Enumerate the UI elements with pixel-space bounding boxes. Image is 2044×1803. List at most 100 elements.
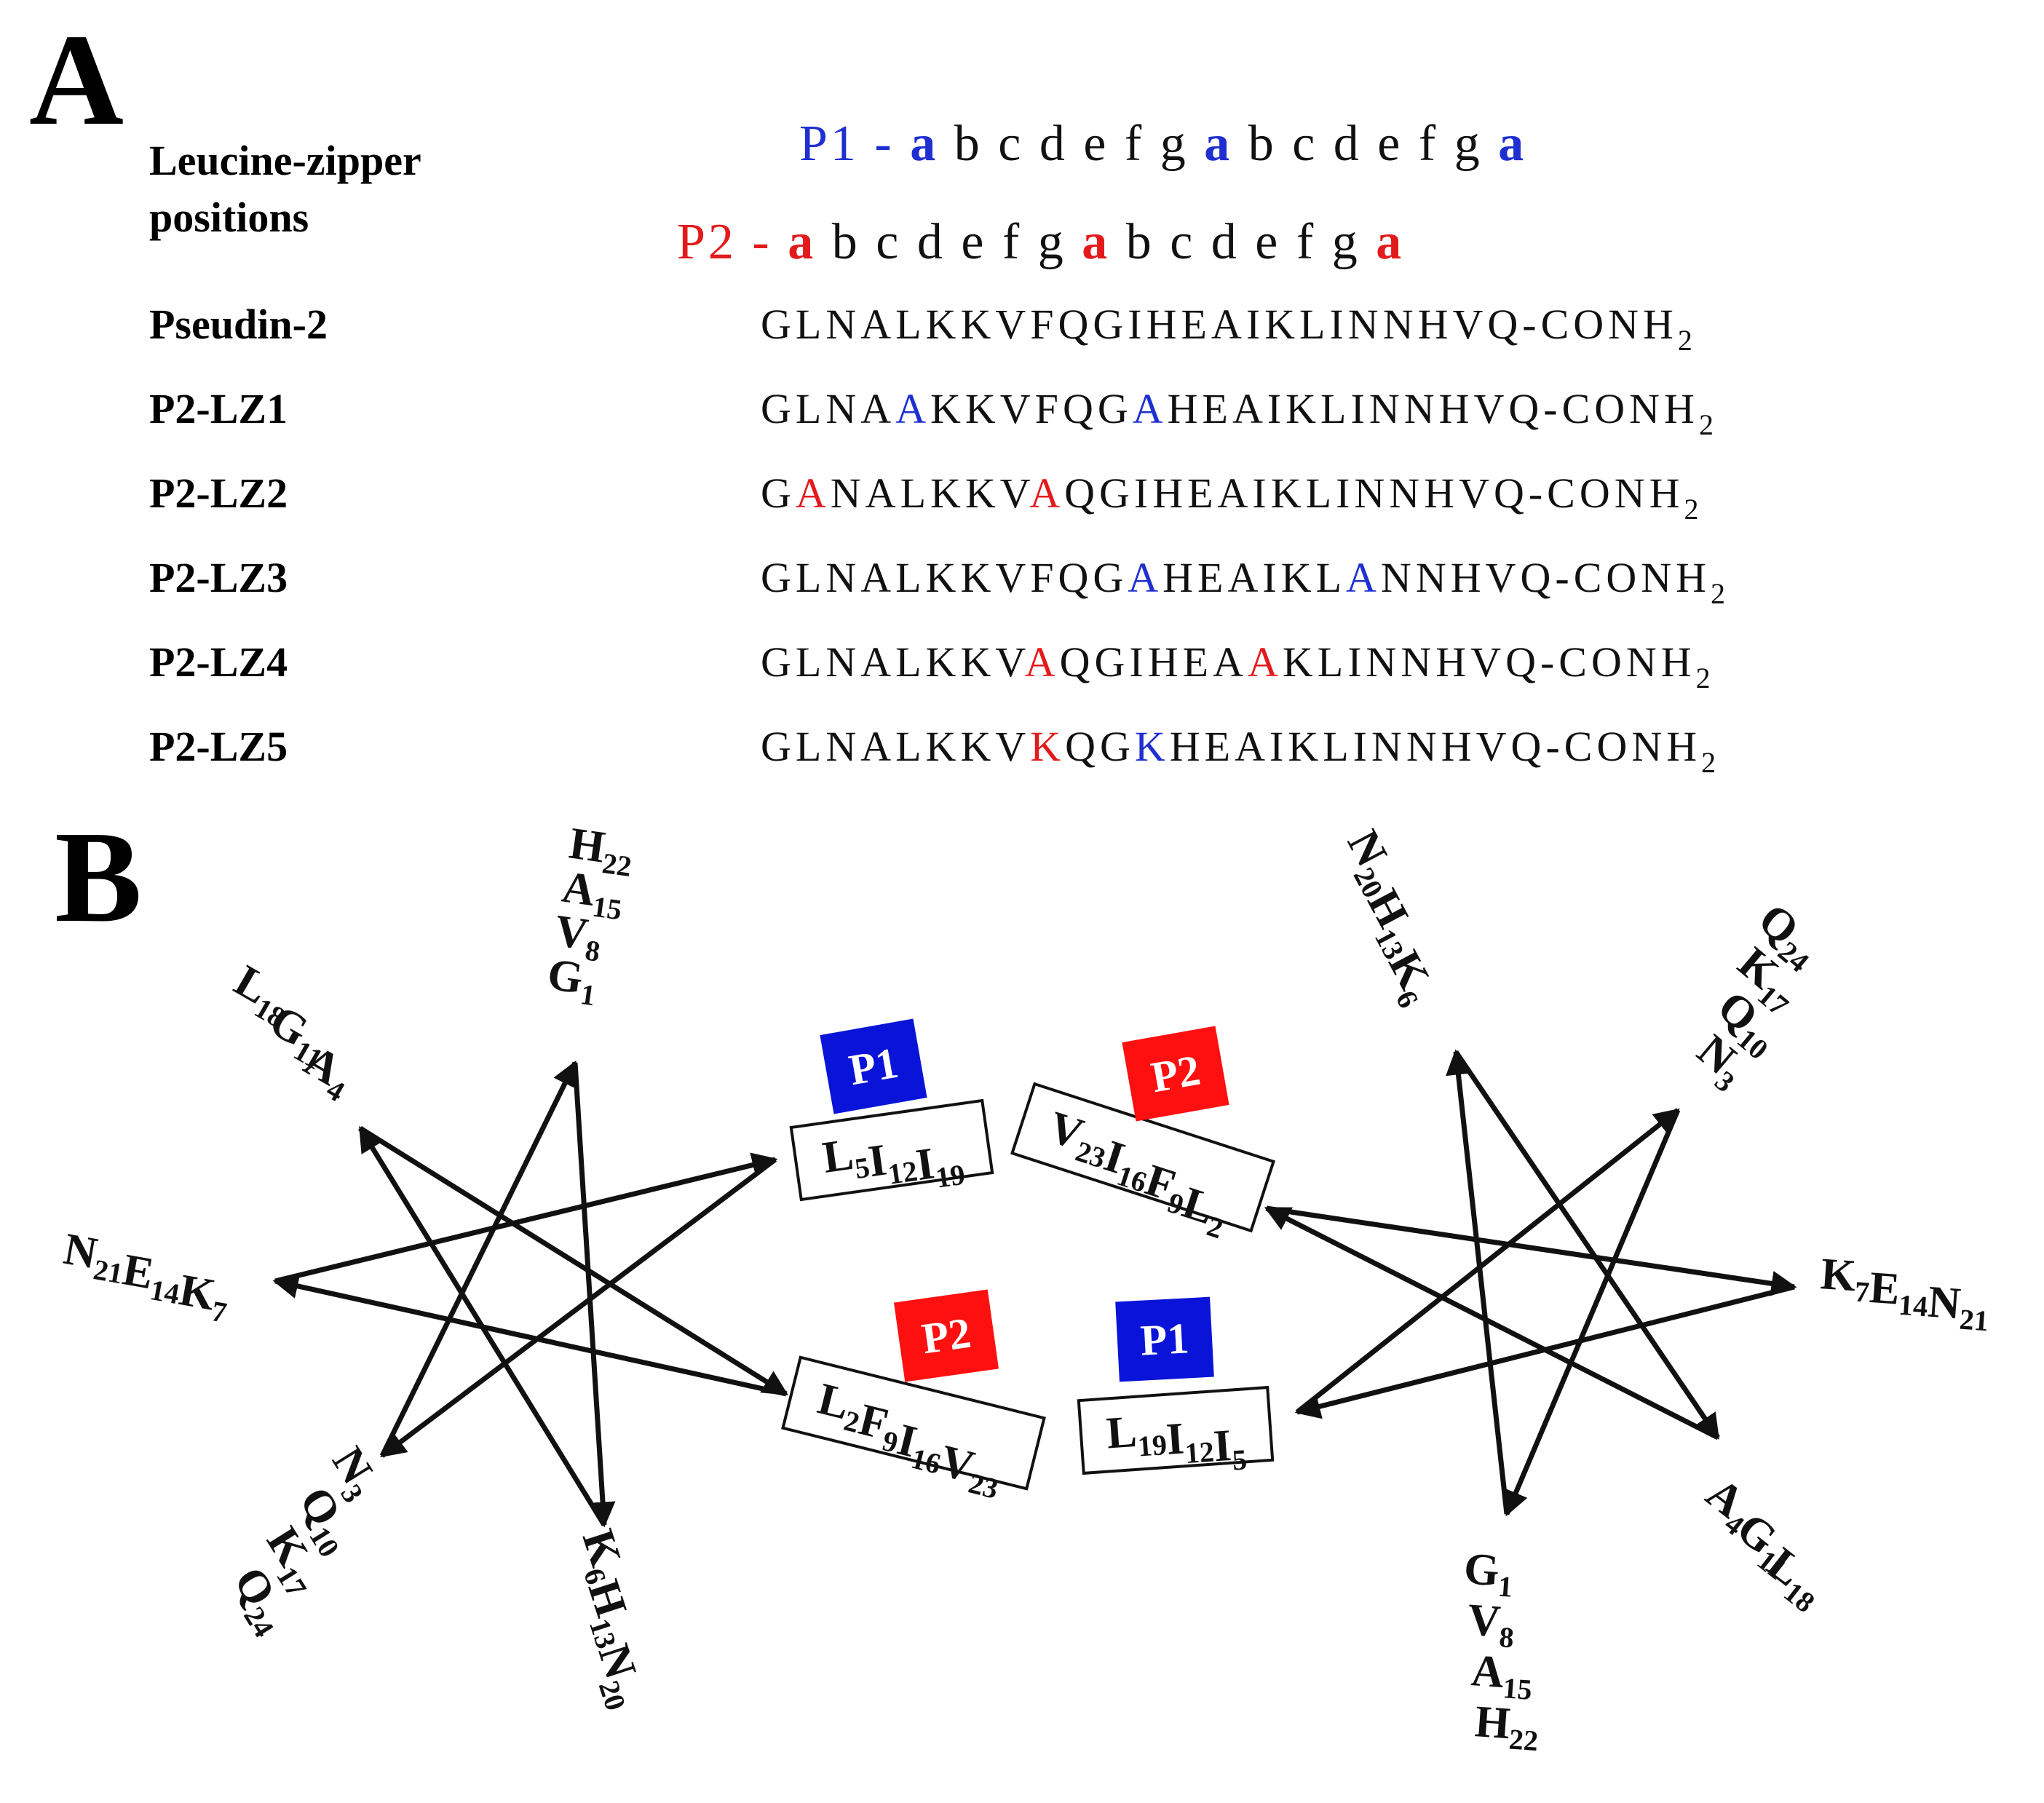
heptad-letter: c (998, 116, 1039, 172)
heptad-letter: e (961, 214, 1002, 270)
residue-letter: K (175, 1265, 218, 1320)
residue-number: 12 (886, 1154, 919, 1191)
right-wheel-label: G1 (1462, 1544, 1515, 1604)
residue-number: 19 (934, 1158, 967, 1194)
subscript: 2 (1678, 324, 1697, 357)
interface-box: V23I16F9L2 (1010, 1082, 1276, 1245)
residue-number: 8 (1498, 1620, 1515, 1654)
interface-box-frame (781, 1355, 1046, 1491)
residue: I (1252, 469, 1270, 517)
residue: K (965, 385, 1000, 432)
residue: I (1336, 469, 1354, 517)
residue-number: 21 (91, 1253, 125, 1290)
residue-letter: A (559, 863, 598, 916)
wheel-arrow (1504, 1109, 1681, 1517)
residue-letter: I (1212, 1421, 1233, 1472)
interface-residues: L5I12I19 (820, 1114, 967, 1209)
residue: A (1029, 469, 1064, 517)
residue: A (796, 469, 831, 517)
position-tag-p2: P2 (1122, 1026, 1229, 1122)
right-wheel-label: A15 (1469, 1646, 1534, 1706)
residue: H (1146, 301, 1181, 348)
residue: A (860, 301, 895, 348)
residue: A (1346, 554, 1381, 601)
wheel-arrow (274, 1152, 778, 1284)
residue-letter: H (1473, 1697, 1512, 1748)
peptide-name: P2-LZ1 (149, 385, 288, 432)
residue: L (895, 301, 925, 348)
residue-number: 15 (590, 889, 624, 926)
position-tag-fill (1122, 1026, 1229, 1122)
position-tag-p1: P1 (820, 1018, 927, 1114)
residue: G (1100, 723, 1135, 770)
residue: L (796, 554, 825, 601)
panel-a-label: A (29, 7, 124, 152)
residue-letter: N (1926, 1277, 1962, 1328)
residue: N (1371, 723, 1406, 770)
residue: L (1306, 469, 1336, 517)
residue: Q (1511, 723, 1546, 770)
heptad-letter: g (1332, 214, 1376, 270)
residue: A (1218, 469, 1253, 517)
peptide-sequence: GLNALKKVAQGIHEAAKLINNHVQ-CONH2 (761, 638, 1715, 694)
heptad-letter: g (1160, 116, 1205, 172)
residue: K (1286, 385, 1320, 432)
residue: K (926, 301, 961, 348)
residue-number: 22 (1508, 1722, 1540, 1757)
residue: L (796, 301, 825, 348)
residue: E (1197, 554, 1227, 601)
residue: F (1030, 301, 1058, 348)
residue: A (860, 385, 895, 432)
heptad-letter: b (1126, 214, 1170, 270)
position-tag-fill (1115, 1296, 1214, 1382)
residue: I (1347, 638, 1366, 686)
residue: A (865, 469, 900, 517)
residue: H (1441, 723, 1476, 770)
residue: A (1025, 638, 1060, 686)
residue: H (1451, 554, 1486, 601)
residue: A (860, 723, 895, 770)
position-tag-text: P2 (919, 1309, 973, 1363)
interface-residues: L2F9I16V23 (804, 1374, 1015, 1505)
wheel-residue-labels: H22A15V8G1L18G11A4N21E14K7N3Q10K17Q24K6H… (60, 819, 1990, 1758)
residue: Q (1508, 385, 1543, 432)
heptad-letter: f (1125, 116, 1160, 172)
heptad-letter: b (832, 214, 876, 270)
residue: I (1267, 385, 1286, 432)
residue: A (1232, 385, 1267, 432)
residue: I (1246, 301, 1264, 348)
residue: N (1389, 469, 1424, 517)
wheel-arrow (1446, 1049, 1510, 1515)
residue: F (1030, 554, 1058, 601)
residue: K (960, 554, 995, 601)
residue: H (1435, 638, 1470, 686)
residue-number: 14 (1898, 1288, 1929, 1323)
heptad-letter: d (1334, 116, 1378, 172)
residue: H (1424, 469, 1459, 517)
residue: N (1383, 301, 1418, 348)
residue: I (1128, 301, 1146, 348)
residue: K (930, 385, 965, 432)
residue: G (761, 469, 796, 517)
c-terminal-amide: -CONH (1545, 723, 1701, 770)
residue: K (960, 638, 995, 686)
residue: K (1271, 469, 1306, 517)
residue: A (1235, 723, 1269, 770)
residue: G (1093, 554, 1128, 601)
residue: Q (1065, 723, 1100, 770)
heptad-letter: f (1419, 116, 1454, 172)
residue: N (1366, 638, 1401, 686)
residue: F (1035, 385, 1063, 432)
residue: H (1439, 385, 1474, 432)
residue: Q (1063, 385, 1098, 432)
residue: G (761, 301, 796, 348)
residue: A (1213, 638, 1248, 686)
residue: V (1473, 385, 1508, 432)
residue: N (1404, 385, 1439, 432)
residue-letter: L (820, 1130, 856, 1183)
residue: N (1369, 385, 1404, 432)
